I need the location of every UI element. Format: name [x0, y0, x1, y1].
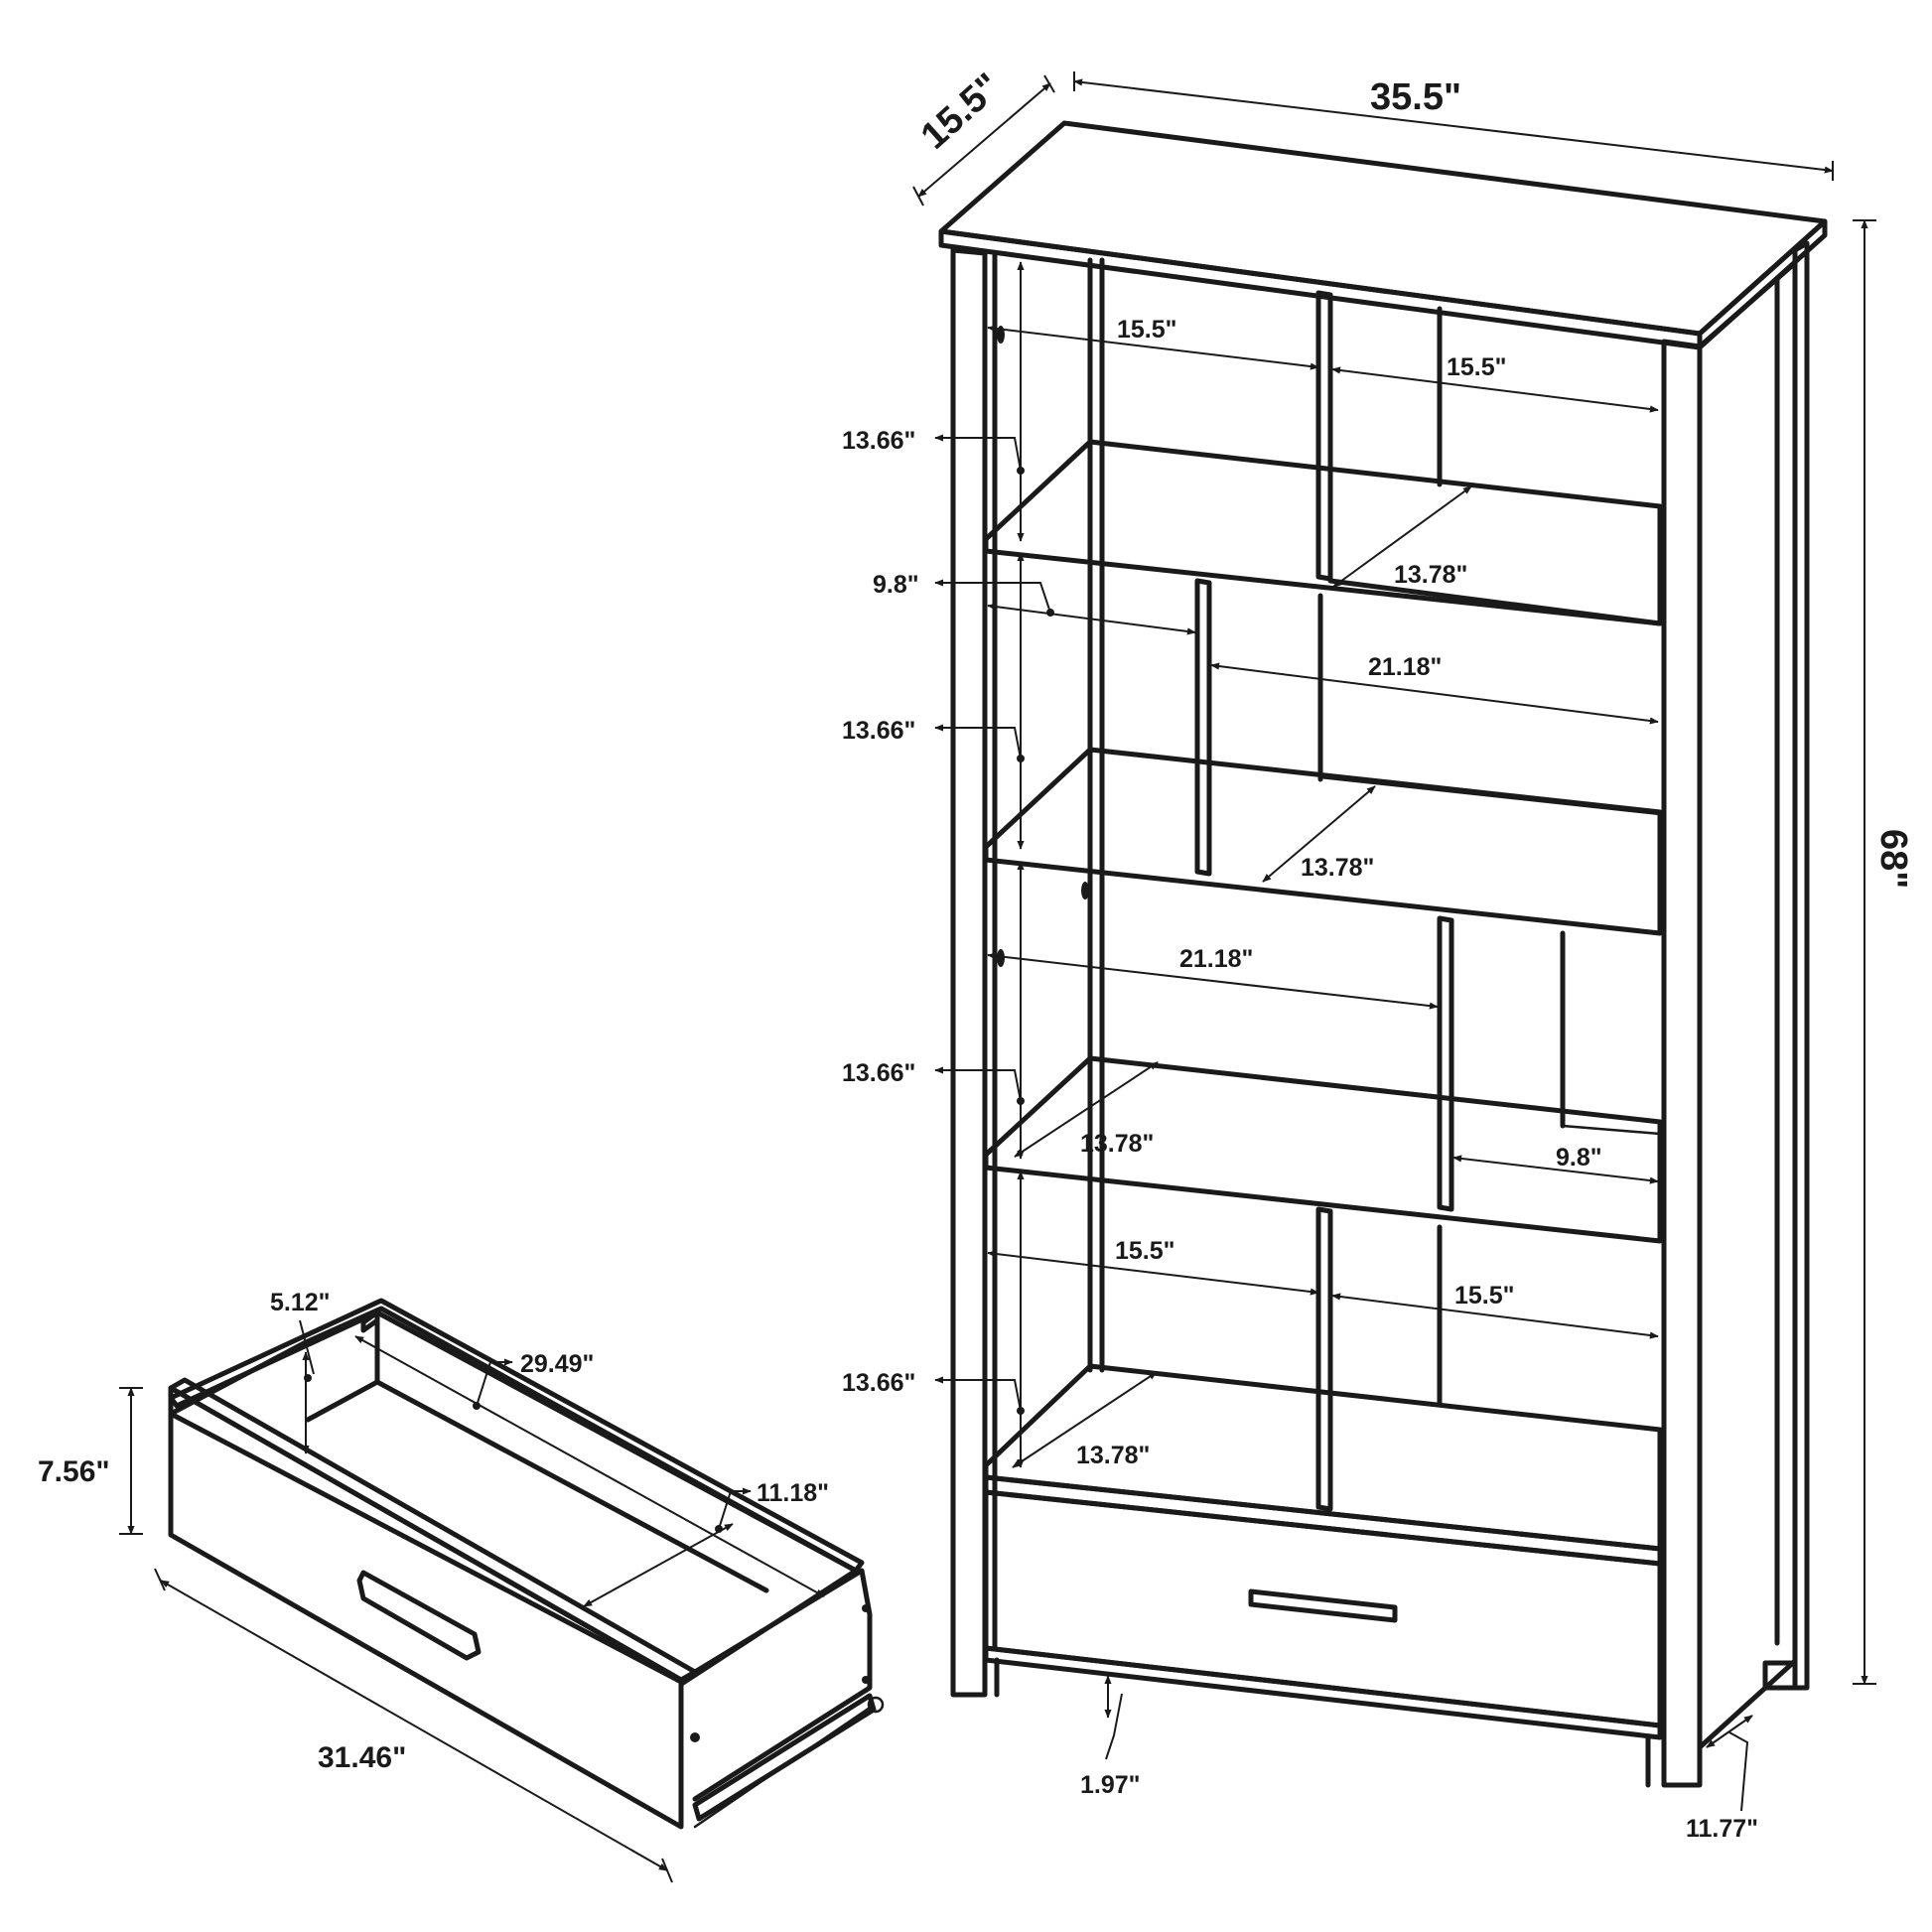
- compartment-2-height-label: 13.66": [842, 717, 915, 745]
- compartment-1-dimensions: 15.5" 15.5" 13.66" 13.78": [842, 261, 1659, 589]
- drawer-inner-depth-label: 11.18": [757, 1479, 829, 1507]
- drawer-front-top-edge: [168, 1377, 698, 1683]
- overall-height-dimension: 68": [1853, 219, 1914, 1685]
- compartment-2-right-width-label: 21.18": [1368, 653, 1442, 681]
- shelf-pin-hole: [997, 949, 1005, 967]
- overall-depth-label: 15.5": [913, 66, 1009, 158]
- divider-row-2: [1194, 578, 1212, 877]
- leg-depth-dimension: 11.77": [1686, 1715, 1758, 1843]
- drawer-height-dimension: 7.56": [38, 1387, 143, 1535]
- compartment-2-dimensions: 9.8" 21.18" 13.66" 13.78": [842, 552, 1659, 883]
- drawer-height-label: 7.56": [38, 1455, 110, 1488]
- compartment-2-left-width-label: 9.8": [873, 571, 919, 599]
- right-front-leg: [1661, 339, 1703, 1788]
- compartment-4-height-label: 13.66": [842, 1369, 915, 1397]
- drawer-width-dimension: 31.46": [154, 1568, 673, 1883]
- right-side-panel: [1697, 260, 1798, 1750]
- bottom-rail: [983, 1645, 1663, 1740]
- compartment-4-left-width-label: 15.5": [1115, 1237, 1175, 1265]
- bookcase-drawer-front: [983, 1489, 1663, 1728]
- compartment-1-depth-label: 13.78": [1394, 561, 1467, 589]
- left-front-leg: [950, 247, 988, 1698]
- compartment-4-depth-label: 13.78": [1076, 1442, 1150, 1469]
- drawer-width-label: 31.46": [318, 1741, 406, 1774]
- divider-row-1: [1315, 290, 1333, 582]
- compartment-1-height-label: 13.66": [842, 427, 915, 455]
- drawer-handle[interactable]: [1248, 1588, 1398, 1623]
- drawer-inner-height-dimension: 5.12": [270, 1289, 331, 1454]
- drawer-inner-depth-dimension: 11.18": [583, 1479, 829, 1607]
- bookcase-drawing: [938, 120, 1828, 1788]
- drawer-inner-width-dimension: 29.49": [354, 1335, 825, 1597]
- compartment-4-dimensions: 15.5" 15.5" 13.66" 13.78": [842, 1171, 1659, 1469]
- compartment-4-right-width-label: 15.5": [1454, 1282, 1515, 1310]
- drawer-inner-width-label: 29.49": [520, 1350, 594, 1378]
- drawer-inner-height-label: 5.12": [270, 1289, 331, 1316]
- drawer-side-handle[interactable]: [356, 1570, 482, 1661]
- drawer-interior-rim: [168, 1306, 859, 1686]
- divider-row-3: [1437, 915, 1454, 1212]
- compartment-3-right-width-label: 9.8": [1556, 1144, 1602, 1172]
- compartment-1-left-width-label: 15.5": [1117, 316, 1177, 344]
- overall-width-label: 35.5": [1370, 76, 1461, 118]
- compartment-3-left-width-label: 21.18": [1179, 945, 1253, 973]
- shelf-2: [983, 747, 1663, 936]
- divider-row-4: [1315, 1206, 1333, 1512]
- drawer-slide: [692, 1693, 877, 1822]
- overall-width-dimension: 35.5": [1073, 71, 1834, 181]
- compartment-3-depth-label: 13.78": [1080, 1130, 1154, 1158]
- drawer-rear-rim: [168, 1298, 865, 1574]
- compartment-3-dimensions: 21.18" 9.8" 13.66" 13.78": [842, 861, 1659, 1184]
- drawer-drawing: [168, 1298, 885, 1830]
- compartment-3-height-label: 13.66": [842, 1059, 915, 1087]
- bookcase-top-side-edge: [1697, 218, 1828, 350]
- floor-clearance-dimension: 1.97": [1080, 1675, 1141, 1799]
- compartment-2-depth-label: 13.78": [1301, 854, 1374, 882]
- leg-depth-label: 11.77": [1686, 1815, 1758, 1843]
- overall-depth-dimension: 15.5": [912, 66, 1055, 207]
- compartment-1-right-width-label: 15.5": [1447, 353, 1507, 381]
- overall-height-label: 68": [1872, 829, 1914, 889]
- right-rear-leg: [1792, 240, 1810, 1691]
- shelf-1: [983, 439, 1663, 626]
- floor-clearance-label: 1.97": [1080, 1771, 1141, 1799]
- shelf-pin-hole: [1081, 882, 1089, 899]
